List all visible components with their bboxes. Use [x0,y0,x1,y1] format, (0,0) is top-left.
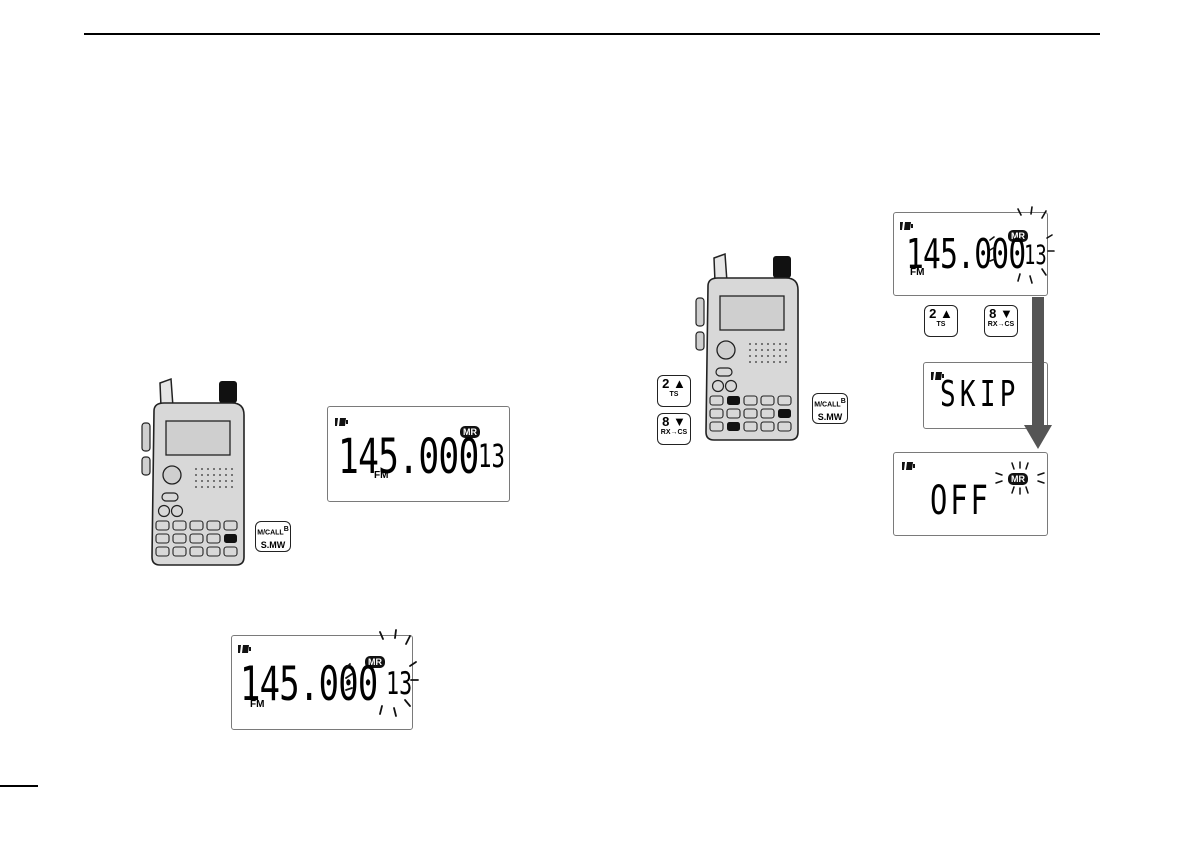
smw-label: S.MW [256,538,290,552]
battery-icon [335,418,349,426]
mcall-smw-key-left[interactable]: M/CALLB S.MW [255,521,291,552]
mode-label: FM [374,470,388,481]
mcall-sup: B [284,526,289,533]
up-key-label: 2 ▲ [658,377,690,391]
mcall-smw-key-right[interactable]: M/CALLB S.MW [812,393,848,424]
up-key-label: 2 ▲ [925,307,957,321]
mcall-label: M/CALL [257,529,283,536]
up-ts-key-right[interactable]: 2 ▲ TS [924,305,958,337]
battery-icon [900,222,914,230]
lcd-display-off: OFF MR [893,452,1048,536]
battery-icon [902,462,916,470]
lcd-display-right-top: MR 145.000 13 FM [893,212,1048,296]
footer-rule [0,785,38,787]
down-rxcs-key-left[interactable]: 8 ▼ RX→CS [657,413,691,445]
smw-label: S.MW [813,410,847,424]
blink-indicator-icon [990,205,1060,295]
battery-icon [238,645,252,653]
header-rule [84,33,1100,35]
mode-label: FM [910,267,924,278]
mcall-sup: B [841,398,846,405]
blink-indicator-icon [344,628,424,728]
mode-label: FM [250,699,264,710]
mcall-label: M/CALL [814,401,840,408]
lcd-display-blinking: MR 145.000 13 FM [231,635,413,730]
lcd-display-main: MR 145.000 13 FM [327,406,510,502]
ts-label: TS [925,321,957,329]
frequency-readout: 145.000 [338,433,479,481]
rxcs-label: RX→CS [985,321,1017,329]
channel-number: 13 [478,440,505,472]
blink-indicator-icon [992,461,1048,497]
down-arrow [1024,297,1052,449]
down-rxcs-key-right[interactable]: 8 ▼ RX→CS [984,305,1018,337]
off-text: OFF [930,481,991,521]
ts-label: TS [658,391,690,399]
handheld-radio-right [694,250,804,445]
skip-text: SKIP [940,377,1020,413]
down-key-label: 8 ▼ [658,415,690,429]
handheld-radio-left [140,375,250,570]
rxcs-label: RX→CS [658,429,690,437]
up-ts-key-left[interactable]: 2 ▲ TS [657,375,691,407]
down-key-label: 8 ▼ [985,307,1017,321]
